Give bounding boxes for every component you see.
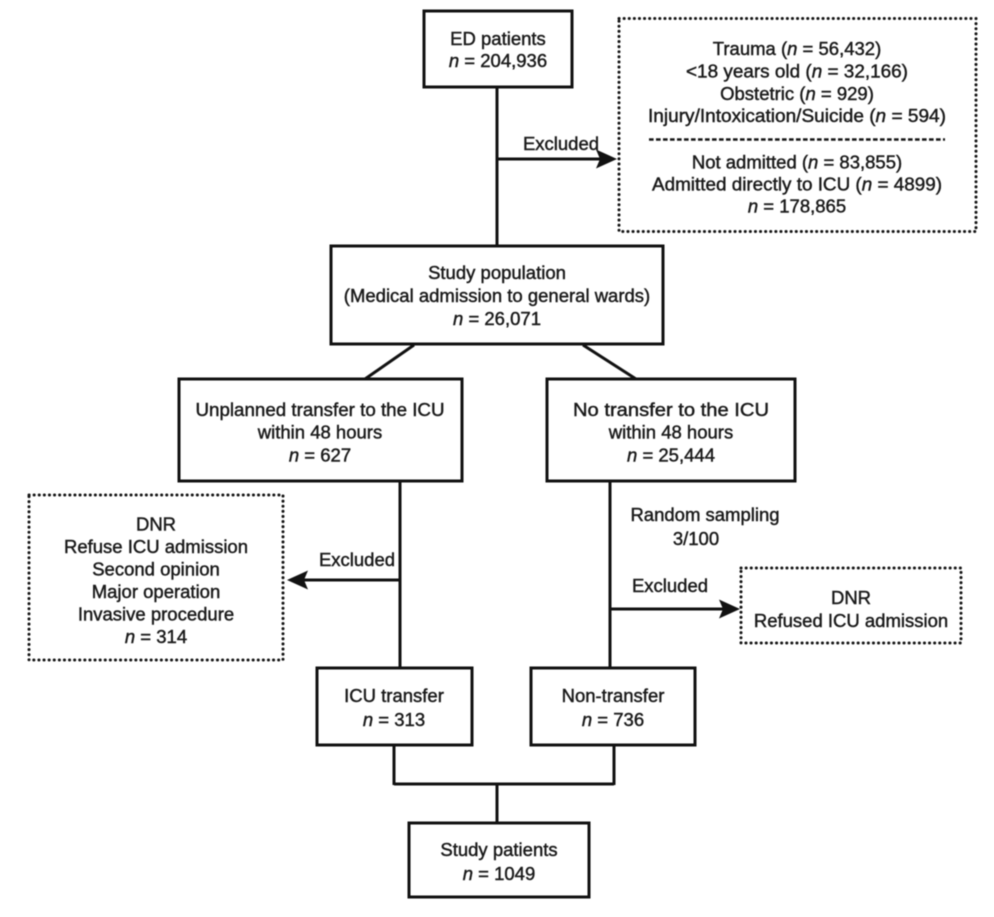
svg-text:n = 627: n = 627 bbox=[289, 445, 351, 466]
svg-text:Not admitted (n = 83,855): Not admitted (n = 83,855) bbox=[692, 152, 902, 173]
svg-text:Admitted directly to ICU (n =: Admitted directly to ICU (n = 4899) bbox=[652, 174, 942, 195]
svg-text:Trauma (n = 56,432): Trauma (n = 56,432) bbox=[713, 38, 881, 59]
svg-text:n = 736: n = 736 bbox=[582, 709, 644, 730]
svg-text:Study patients: Study patients bbox=[440, 839, 557, 860]
svg-text:within 48 hours: within 48 hours bbox=[608, 422, 733, 443]
svg-text:Unplanned transfer to the ICU: Unplanned transfer to the ICU bbox=[196, 399, 445, 420]
svg-text:DNR: DNR bbox=[831, 587, 871, 608]
svg-text:Excluded: Excluded bbox=[319, 549, 395, 570]
svg-text:Non-transfer: Non-transfer bbox=[562, 685, 665, 706]
svg-text:DNR: DNR bbox=[136, 514, 176, 535]
svg-text:n = 25,444: n = 25,444 bbox=[627, 445, 715, 466]
svg-text:(Medical admission to general: (Medical admission to general wards) bbox=[344, 285, 650, 306]
svg-text:No transfer to the ICU: No transfer to the ICU bbox=[573, 399, 769, 420]
svg-text:<18 years old (n = 32,166): <18 years old (n = 32,166) bbox=[686, 61, 908, 82]
svg-text:n = 1049: n = 1049 bbox=[463, 863, 536, 884]
svg-text:Refused ICU admission: Refused ICU admission bbox=[754, 610, 948, 631]
svg-text:ICU transfer: ICU transfer bbox=[344, 685, 444, 706]
svg-text:Obstetric (n = 929): Obstetric (n = 929) bbox=[720, 83, 874, 104]
svg-text:Injury/Intoxication/Suicide (n: Injury/Intoxication/Suicide (n = 594) bbox=[648, 105, 946, 126]
svg-text:n = 314: n = 314 bbox=[125, 626, 187, 647]
svg-text:Refuse ICU admission: Refuse ICU admission bbox=[64, 536, 248, 557]
svg-text:within 48 hours: within 48 hours bbox=[257, 422, 382, 443]
svg-text:n = 26,071: n = 26,071 bbox=[453, 308, 541, 329]
svg-text:Study population: Study population bbox=[428, 262, 566, 283]
svg-text:n = 204,936: n = 204,936 bbox=[449, 50, 547, 71]
svg-text:Excluded: Excluded bbox=[632, 575, 708, 596]
svg-text:Second opinion: Second opinion bbox=[92, 559, 220, 580]
svg-text:Random sampling: Random sampling bbox=[630, 504, 779, 525]
svg-text:3/100: 3/100 bbox=[673, 528, 719, 549]
svg-text:n = 178,865: n = 178,865 bbox=[748, 196, 846, 217]
svg-text:Invasive procedure: Invasive procedure bbox=[78, 604, 234, 625]
svg-text:ED patients: ED patients bbox=[450, 28, 546, 49]
svg-text:n = 313: n = 313 bbox=[363, 709, 425, 730]
svg-text:Excluded: Excluded bbox=[523, 133, 599, 154]
svg-text:Major operation: Major operation bbox=[92, 581, 221, 602]
